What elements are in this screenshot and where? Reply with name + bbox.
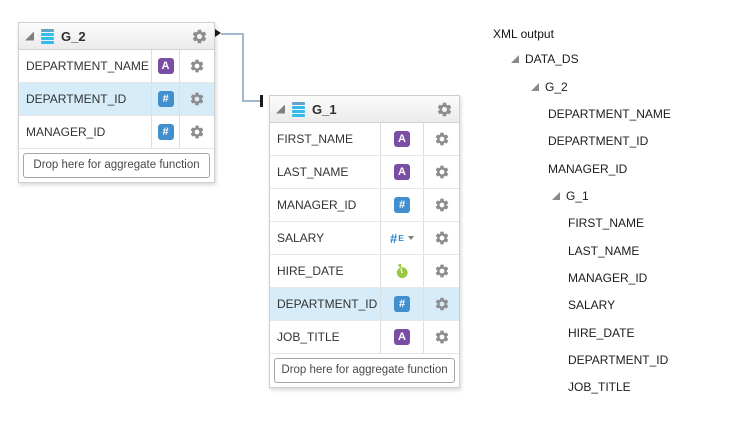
number-type-icon: # [157, 124, 174, 140]
field-settings-gear-icon[interactable] [434, 197, 450, 213]
field-settings-gear-icon[interactable] [189, 91, 205, 107]
tree-node-label[interactable]: HIRE_DATE [568, 326, 635, 340]
tree-node-label[interactable]: MANAGER_ID [548, 162, 628, 176]
g1-panel: G_1 FIRST_NAME A LAST_NAME A MANAGER_ID … [269, 95, 460, 388]
tree-node-label[interactable]: DEPARTMENT_ID [568, 353, 669, 367]
group-settings-gear-icon[interactable] [436, 101, 453, 118]
field-name-label: DEPARTMENT_ID [270, 288, 381, 320]
table-icon [292, 101, 305, 117]
field-row[interactable]: JOB_TITLE A [270, 321, 459, 354]
field-settings-gear-icon[interactable] [189, 124, 205, 140]
tree-node[interactable]: SALARY [568, 298, 615, 312]
field-name-label: MANAGER_ID [270, 189, 381, 221]
aggregate-dropdown-arrow-icon[interactable] [407, 236, 414, 240]
field-row[interactable]: LAST_NAME A [270, 156, 459, 189]
field-name-label: SALARY [270, 222, 381, 254]
table-icon [41, 28, 54, 44]
tree-node-label[interactable]: SALARY [568, 298, 616, 312]
tree-node[interactable]: LAST_NAME [568, 244, 639, 258]
tree-node[interactable]: MANAGER_ID [548, 162, 627, 176]
aggregate-drop-zone[interactable]: Drop here for aggregate function [23, 153, 210, 178]
tree-node-label[interactable]: FIRST_NAME [568, 216, 645, 230]
field-row[interactable]: SALARY #E [270, 222, 459, 255]
text-type-icon: A [157, 58, 174, 74]
field-row[interactable]: DEPARTMENT_ID # [19, 83, 214, 116]
field-settings-gear-icon[interactable] [434, 263, 450, 279]
tree-node[interactable]: HIRE_DATE [568, 326, 634, 340]
g2-panel: G_2 DEPARTMENT_NAME A DEPARTMENT_ID # MA… [18, 22, 215, 183]
field-row[interactable]: HIRE_DATE [270, 255, 459, 288]
tree-node[interactable]: DEPARTMENT_ID [568, 353, 668, 367]
field-settings-gear-icon[interactable] [434, 296, 450, 312]
field-name-label: MANAGER_ID [19, 116, 152, 148]
tree-node[interactable]: JOB_TITLE [568, 380, 631, 394]
tree-node-label[interactable]: DEPARTMENT_ID [548, 134, 649, 148]
collapse-triangle-icon[interactable] [25, 31, 34, 41]
connector-anchor-tick [260, 95, 263, 107]
number-type-icon: # [157, 91, 174, 107]
tree-node[interactable]: DEPARTMENT_ID [548, 134, 648, 148]
tree-node[interactable]: MANAGER_ID [568, 271, 647, 285]
field-row[interactable]: FIRST_NAME A [270, 123, 459, 156]
text-type-icon: A [394, 329, 410, 345]
group-link-connector [221, 33, 243, 35]
tree-node-label[interactable]: G_2 [545, 80, 568, 94]
date-type-icon [394, 263, 410, 279]
tree-node-label[interactable]: JOB_TITLE [568, 380, 631, 394]
tree-node-label[interactable]: MANAGER_ID [568, 271, 648, 285]
field-row[interactable]: MANAGER_ID # [270, 189, 459, 222]
text-type-icon: A [394, 131, 410, 147]
tree-node-label[interactable]: LAST_NAME [568, 244, 640, 258]
tree-disclosure-triangle-icon[interactable] [511, 55, 519, 63]
field-settings-gear-icon[interactable] [434, 131, 450, 147]
field-name-label: FIRST_NAME [270, 123, 381, 155]
tree-node-label[interactable]: DEPARTMENT_NAME [548, 107, 671, 121]
field-row[interactable]: DEPARTMENT_ID # [270, 288, 459, 321]
g1-panel-header[interactable]: G_1 [270, 96, 459, 123]
field-name-label: HIRE_DATE [270, 255, 381, 287]
tree-node[interactable]: DATA_DS [511, 52, 579, 66]
field-name-label: JOB_TITLE [270, 321, 381, 353]
text-type-icon: A [394, 164, 410, 180]
g2-panel-header[interactable]: G_2 [19, 23, 214, 50]
tree-node[interactable]: G_2 [531, 80, 568, 94]
field-settings-gear-icon[interactable] [434, 164, 450, 180]
connector-arrow-icon [215, 29, 221, 37]
tree-node-label[interactable]: G_1 [566, 189, 589, 203]
field-name-label: DEPARTMENT_NAME [19, 50, 152, 82]
tree-disclosure-triangle-icon[interactable] [531, 83, 539, 91]
field-settings-gear-icon[interactable] [434, 230, 450, 246]
tree-disclosure-triangle-icon[interactable] [552, 192, 560, 200]
tree-node[interactable]: DEPARTMENT_NAME [548, 107, 671, 121]
field-name-label: DEPARTMENT_ID [19, 83, 152, 115]
xml-output-label: XML output [493, 27, 554, 41]
tree-node[interactable]: FIRST_NAME [568, 216, 644, 230]
collapse-triangle-icon[interactable] [276, 104, 285, 114]
group-link-connector [242, 33, 244, 102]
number-type-icon: # [394, 197, 410, 213]
field-name-label: LAST_NAME [270, 156, 381, 188]
field-settings-gear-icon[interactable] [434, 329, 450, 345]
group-title: G_1 [312, 101, 337, 117]
group-title: G_2 [61, 28, 86, 44]
field-settings-gear-icon[interactable] [189, 58, 205, 74]
tree-node[interactable]: G_1 [552, 189, 589, 203]
field-row[interactable]: MANAGER_ID # [19, 116, 214, 149]
aggregate-drop-zone[interactable]: Drop here for aggregate function [274, 358, 455, 383]
tree-node-label[interactable]: DATA_DS [525, 52, 579, 66]
field-row[interactable]: DEPARTMENT_NAME A [19, 50, 214, 83]
group-settings-gear-icon[interactable] [191, 28, 208, 45]
number-aggregate-type-icon: #E [390, 232, 414, 245]
number-type-icon: # [394, 296, 410, 312]
group-link-connector [242, 100, 260, 102]
